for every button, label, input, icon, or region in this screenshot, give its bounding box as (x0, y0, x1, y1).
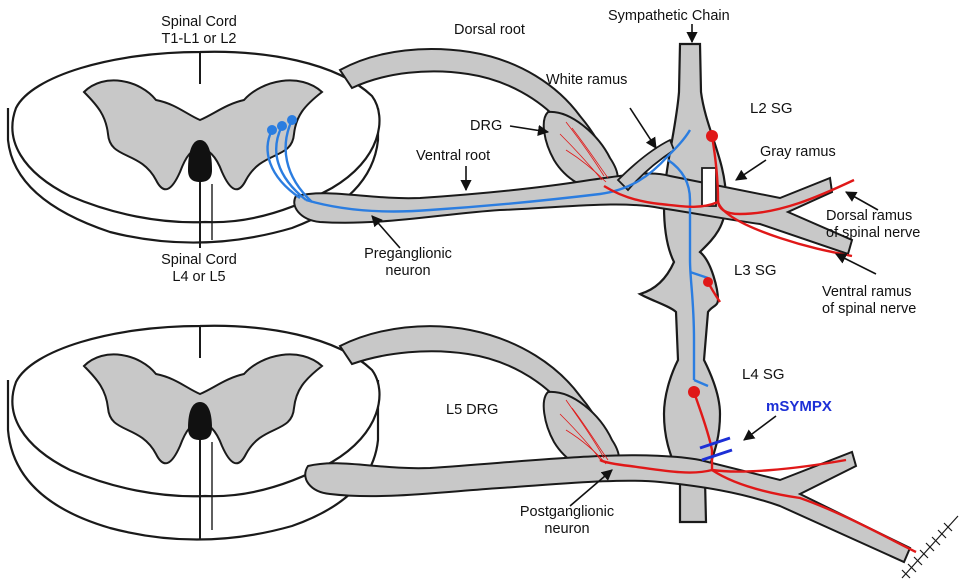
arrow-white-ramus (630, 108, 656, 148)
label-dorsal-ramus-line1: Dorsal ramus (826, 208, 920, 225)
label-postganglionic: Postganglionic neuron (508, 504, 626, 537)
label-preganglionic-line2: neuron (354, 263, 462, 280)
label-spinal-cord-top: Spinal Cord T1-L1 or L2 (140, 14, 258, 47)
label-l5-drg: L5 DRG (446, 402, 498, 419)
label-msympx: mSYMPX (766, 398, 832, 415)
gray-ramus (702, 168, 716, 206)
label-ventral-ramus-line1: Ventral ramus (822, 284, 916, 301)
label-spinal-cord-top-line1: Spinal Cord (140, 14, 258, 31)
arrow-msympx (744, 416, 776, 440)
label-gray-ramus: Gray ramus (760, 144, 836, 161)
target-tissue-hatch (902, 516, 958, 578)
spinal-cord-bottom (8, 326, 379, 540)
label-spinal-cord-bottom-line1: Spinal Cord (140, 252, 258, 269)
label-dorsal-ramus: Dorsal ramus of spinal nerve (826, 208, 920, 241)
label-l3-sg: L3 SG (734, 262, 777, 279)
label-dorsal-ramus-line2: of spinal nerve (826, 225, 920, 242)
label-spinal-cord-bottom: Spinal Cord L4 or L5 (140, 252, 258, 285)
bottom-nerve (305, 326, 958, 578)
label-postganglionic-line2: neuron (508, 521, 626, 538)
label-preganglionic-line1: Preganglionic (354, 246, 462, 263)
label-l2-sg: L2 SG (750, 100, 793, 117)
ventral-root-top (294, 173, 852, 254)
label-ventral-ramus: Ventral ramus of spinal nerve (822, 284, 916, 317)
label-sympathetic-chain: Sympathetic Chain (608, 8, 730, 25)
label-ventral-root: Ventral root (416, 148, 490, 165)
label-white-ramus: White ramus (546, 72, 627, 89)
label-preganglionic: Preganglionic neuron (354, 246, 462, 279)
label-drg: DRG (470, 118, 502, 135)
label-spinal-cord-bottom-line2: L4 or L5 (140, 269, 258, 286)
arrow-drg (510, 126, 548, 132)
label-postganglionic-line1: Postganglionic (508, 504, 626, 521)
arrow-ventral-ramus (836, 254, 876, 274)
label-l4-sg: L4 SG (742, 366, 785, 383)
label-ventral-ramus-line2: of spinal nerve (822, 301, 916, 318)
arrow-gray-ramus (736, 160, 766, 180)
label-spinal-cord-top-line2: T1-L1 or L2 (140, 31, 258, 48)
label-dorsal-root: Dorsal root (454, 22, 525, 39)
